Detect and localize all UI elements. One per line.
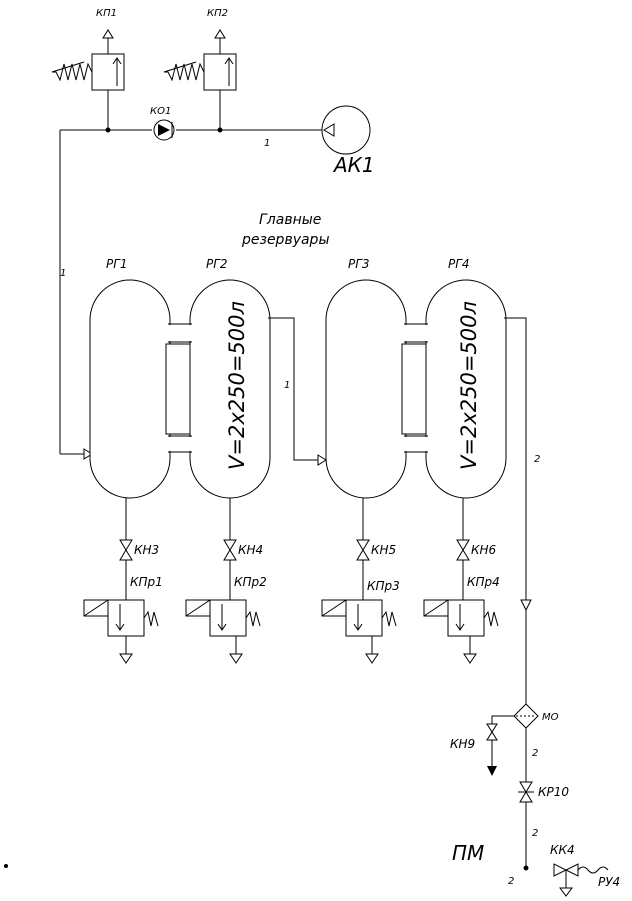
drain-unit-1: КН3 КПр1	[83, 498, 163, 664]
valve-kk4-ru4: КК4 РУ4	[550, 843, 620, 897]
label-rg4: РГ4	[448, 257, 470, 271]
reservoir-group-left: V=2x250=500л РГ1 РГ2	[89, 257, 271, 499]
line-number-below-mo: 2	[532, 748, 538, 759]
label-kn4: КН4	[238, 543, 263, 557]
label-kr10: КР10	[538, 785, 569, 799]
main-tanks-title-line1: Главные	[259, 212, 321, 228]
line-number-right: 2	[534, 454, 540, 465]
label-kn6: КН6	[471, 543, 497, 557]
label-mo: МО	[542, 712, 559, 723]
volume-label-left: V=2x250=500л	[225, 301, 249, 470]
label-kp2: КП2	[207, 8, 228, 19]
label-kp1: КП1	[96, 8, 117, 19]
safety-valve-kp1: КП1	[51, 8, 125, 130]
volume-label-right: V=2x250=500л	[457, 301, 481, 470]
label-kk4: КК4	[550, 843, 575, 857]
drain-unit-3: КН5 КПр3	[321, 498, 400, 664]
label-kpr2: КПр2	[234, 575, 267, 589]
line-number-below-kr10: 2	[532, 828, 538, 839]
interconnect-pipe: 1	[268, 317, 327, 466]
label-kn5: КН5	[371, 543, 396, 557]
label-kpr4: КПр4	[467, 575, 500, 589]
check-valve-ko1: КО1	[150, 106, 175, 141]
label-rg2: РГ2	[206, 257, 228, 271]
label-ak1: АК1	[332, 153, 375, 177]
compressor-ak1: АК1	[321, 105, 375, 177]
label-rg1: РГ1	[106, 257, 128, 271]
line-number-top: 1	[264, 138, 270, 149]
label-pm: ПМ	[452, 841, 484, 865]
line-number-bottom: 2	[508, 876, 514, 887]
label-kn9: КН9	[450, 737, 475, 751]
label-kn3: КН3	[134, 543, 159, 557]
oil-separator-mo: МО КН9 2	[450, 703, 559, 868]
main-tanks-title-line2: резервуары	[241, 232, 330, 248]
label-ru4: РУ4	[598, 875, 620, 889]
drain-unit-4: КН6 КПр4	[423, 498, 500, 664]
label-kpr3: КПр3	[367, 579, 400, 593]
label-ko1: КО1	[150, 106, 171, 117]
drain-unit-2: КН4 КПр2	[185, 498, 267, 664]
top-pipeline	[59, 127, 324, 460]
outlet-pipeline: 2	[504, 317, 540, 704]
line-number-left: 1	[60, 268, 66, 279]
label-rg3: РГ3	[348, 257, 370, 271]
label-kpr1: КПр1	[130, 575, 163, 589]
safety-valve-kp2: КП2	[163, 8, 237, 130]
line-number-mid: 1	[284, 380, 290, 391]
valve-kr10: КР10 2	[518, 781, 569, 839]
reservoir-group-right: V=2x250=500л РГ3 РГ4	[325, 257, 507, 499]
